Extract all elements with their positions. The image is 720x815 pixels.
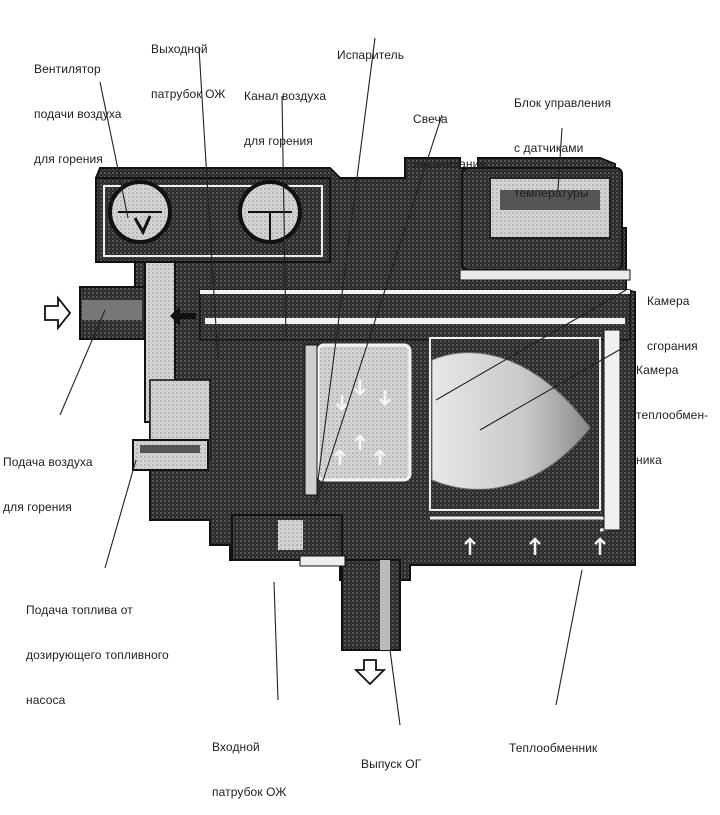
leader-heat-exchanger [555, 569, 583, 706]
coolant-inlet-fitting [231, 514, 346, 567]
fuel-supply-fitting [132, 439, 209, 471]
combustion-air-fan [108, 180, 172, 244]
label-glow-plug: Свеча накаливания [413, 112, 487, 171]
leader-combustion-chamber [435, 289, 627, 401]
air-channel-arrow [170, 306, 196, 326]
leader-lines [59, 37, 627, 726]
label-air-supply: Подача воздуха для горения [3, 455, 93, 514]
label-coolant-inlet: Входной патрубок ОЖ [212, 740, 287, 799]
label-fuel-supply: Подача топлива от дозирующего топливного… [26, 603, 169, 707]
label-exhaust: Выпуск ОГ [361, 757, 422, 771]
heat-exchanger-chamber [429, 329, 621, 532]
label-coolant-outlet: Выходной патрубок ОЖ [151, 42, 226, 101]
label-air-channel: Канал воздуха для горения [244, 89, 327, 148]
leader-glow-plug [314, 114, 443, 506]
leader-evaporator [317, 37, 376, 481]
leader-exhaust [389, 649, 401, 726]
heater-cross-section-diagram [44, 37, 636, 726]
leader-fan [99, 81, 129, 219]
leader-control-unit [557, 127, 563, 191]
label-control-unit: Блок управления с датчиками температуры [514, 96, 612, 200]
leader-air-supply [59, 309, 106, 416]
label-combustion-chamber: Камера сгорания [647, 294, 698, 353]
control-unit [459, 167, 631, 281]
label-fan: Вентилятор подачи воздуха для горения [34, 62, 122, 166]
leader-heat-exchanger-chamber [479, 345, 627, 431]
leader-air-channel [281, 95, 287, 341]
label-heat-exchanger: Теплообменник [509, 741, 598, 755]
leader-coolant-outlet [198, 47, 219, 361]
combustion-chamber [304, 343, 412, 496]
gas-flow-arrows [334, 380, 606, 555]
combustion-air-channel [199, 289, 631, 341]
fan-motor [238, 180, 302, 244]
exhaust-pipe [341, 559, 401, 651]
air-in-arrow [44, 295, 72, 331]
exhaust-out-arrow [353, 659, 387, 686]
label-heat-exchanger-chamber: Камера теплообмен- ника [636, 363, 709, 467]
label-evaporator: Испаритель [337, 48, 405, 62]
leader-coolant-inlet [273, 581, 279, 701]
leader-fuel-supply [104, 459, 137, 569]
